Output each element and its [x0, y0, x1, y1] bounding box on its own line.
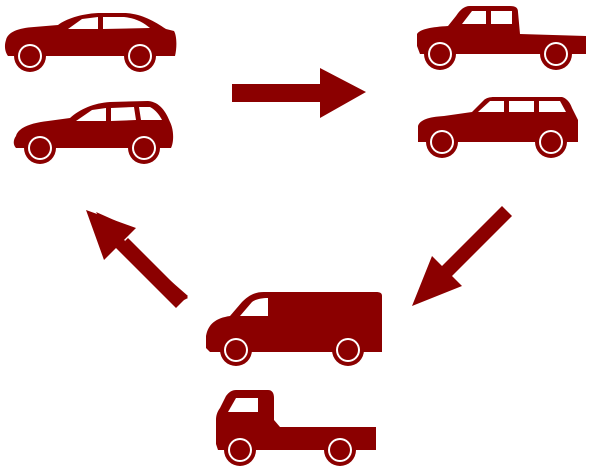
suv-icon: [418, 97, 578, 158]
pickup-truck-icon: [417, 6, 586, 70]
hatchback-icon: [13, 101, 174, 164]
arrow-up-left-icon: [86, 210, 188, 308]
arrow-down-left-icon: [412, 206, 512, 306]
sedan-icon: [4, 13, 177, 72]
flatbed-truck-icon: [216, 390, 376, 466]
van-icon: [206, 292, 382, 366]
arrow-right-icon: [232, 68, 366, 118]
